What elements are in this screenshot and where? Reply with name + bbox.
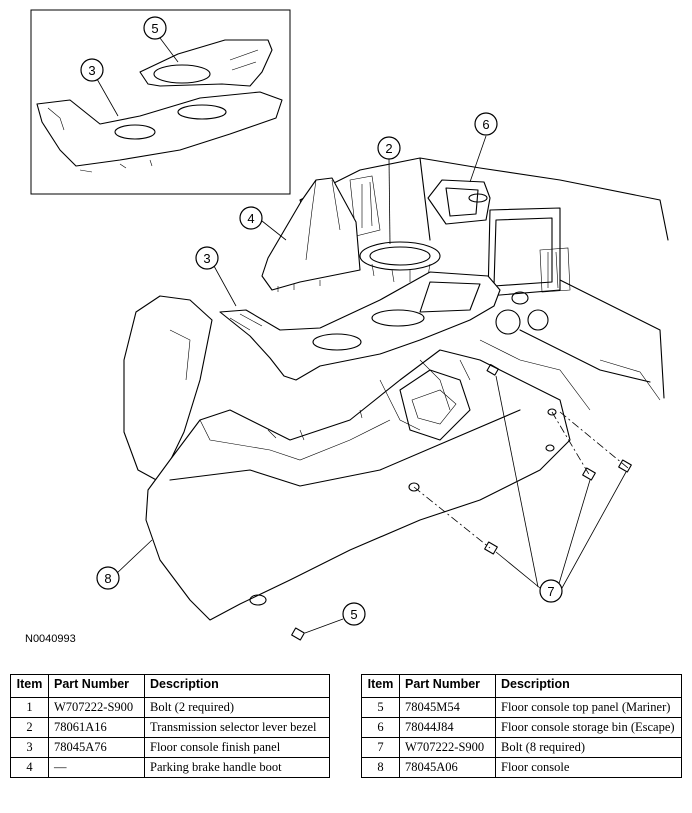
part-number-cell: W707222-S900 [399,737,496,758]
svg-text:6: 6 [482,117,489,132]
bolt-fasteners [291,363,632,641]
svg-text:5: 5 [350,607,357,622]
callout-7: 7 [539,579,563,603]
part-number-cell: 78045A06 [399,757,496,778]
table-row: 5 78045M54 Floor console top panel (Mari… [361,697,682,718]
part-number-cell: 78061A16 [48,717,145,738]
table-row: 1 W707222-S900 Bolt (2 required) [10,697,330,718]
svg-text:2: 2 [385,141,392,156]
table-row: 4 — Parking brake handle boot [10,757,330,778]
callout-1: 5 [342,602,366,626]
storage-bin-part [427,179,491,225]
selector-bezel-part [359,241,441,283]
parking-brake-boot-part [261,177,361,292]
table-row: 2 78061A16 Transmission selector lever b… [10,717,330,738]
floor-console-part [145,349,571,621]
item-cell: 3 [10,737,49,758]
header-description: Description [144,674,330,698]
part-number-cell: 78045A76 [48,737,145,758]
description-cell: Floor console finish panel [144,737,330,758]
callout-3: 3 [195,246,219,270]
callout-4: 4 [239,206,263,230]
bolt-icon [486,363,499,376]
bolt-icon [291,627,305,641]
header-item: Item [361,674,400,698]
table-header-row: Item Part Number Description [361,674,682,698]
header-part-number: Part Number [48,674,145,698]
callout-3-inset: 3 [80,58,104,82]
svg-text:5: 5 [151,21,158,36]
description-cell: Floor console top panel (Mariner) [495,697,682,718]
part-number-cell: W707222-S900 [48,697,145,718]
header-item: Item [10,674,49,698]
table-row: 8 78045A06 Floor console [361,757,682,778]
item-cell: 7 [361,737,400,758]
description-cell: Bolt (2 required) [144,697,330,718]
item-cell: 1 [10,697,49,718]
item-cell: 2 [10,717,49,738]
bolt-icon [618,459,632,473]
svg-text:8: 8 [104,571,111,586]
parts-table-right: Item Part Number Description 5 78045M54 … [361,674,682,778]
description-cell: Floor console storage bin (Escape) [495,717,682,738]
table-row: 6 78044J84 Floor console storage bin (Es… [361,717,682,738]
svg-text:4: 4 [247,211,254,226]
armrest-lid-part [123,295,213,483]
description-cell: Parking brake handle boot [144,757,330,778]
item-cell: 8 [361,757,400,778]
header-part-number: Part Number [399,674,496,698]
part-number-cell: 78045M54 [399,697,496,718]
callout-6: 6 [474,112,498,136]
description-cell: Floor console [495,757,682,778]
table-row: 7 W707222-S900 Bolt (8 required) [361,737,682,758]
description-cell: Bolt (8 required) [495,737,682,758]
bolt-icon [484,541,498,555]
inset-detail-view [30,9,291,195]
description-cell: Transmission selector lever bezel [144,717,330,738]
instrument-panel [299,157,669,411]
callout-5: 5 [143,16,167,40]
item-cell: 6 [361,717,400,738]
callout-8: 8 [96,566,120,590]
leader-lines [115,135,627,634]
exploded-view-diagram: 5 3 2 6 4 3 8 5 7 [30,9,669,641]
table-header-row: Item Part Number Description [10,674,330,698]
bolt-icon [582,467,596,481]
part-number-cell: — [48,757,145,778]
svg-text:3: 3 [203,251,210,266]
callout-2: 2 [377,136,401,160]
svg-text:3: 3 [88,63,95,78]
item-cell: 5 [361,697,400,718]
item-cell: 4 [10,757,49,778]
part-number-cell: 78044J84 [399,717,496,738]
svg-text:7: 7 [547,584,554,599]
header-description: Description [495,674,682,698]
parts-table-left: Item Part Number Description 1 W707222-S… [10,674,330,778]
finish-panel-part [219,271,501,381]
table-row: 3 78045A76 Floor console finish panel [10,737,330,758]
figure-code: N0040993 [25,633,76,645]
